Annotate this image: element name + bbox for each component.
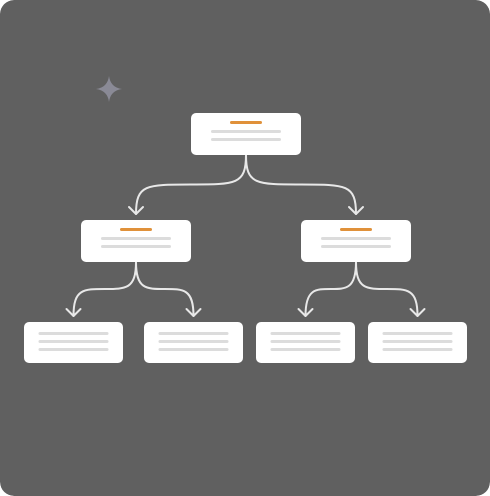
card-layer (24, 113, 467, 363)
arrowhead-icon (128, 206, 144, 215)
card-text-line (158, 348, 229, 351)
card-text-line (211, 130, 281, 133)
connector-line (304, 261, 357, 317)
card-text-line (211, 138, 281, 141)
card-text-line (158, 340, 229, 343)
card-text-line (321, 237, 391, 240)
arrowhead-icon (348, 206, 364, 215)
card-body (81, 220, 191, 262)
card-heading-bar (230, 121, 262, 124)
card-heading-bar (120, 228, 152, 231)
card-text-line (382, 332, 453, 335)
connector-line (135, 154, 247, 215)
card-body (191, 113, 301, 155)
card-text-line (382, 340, 453, 343)
card-text-line (101, 237, 171, 240)
arrowhead-icon (185, 308, 202, 317)
card-text-line (158, 332, 229, 335)
card-text-line (270, 332, 341, 335)
connector-line (72, 261, 137, 317)
card-heading-bar (340, 228, 372, 231)
connector-layer (65, 154, 426, 317)
connector-line (245, 154, 357, 215)
card-text-line (270, 348, 341, 351)
card-text-line (382, 348, 453, 351)
node-card-right-branch (301, 220, 411, 262)
node-card-leaf-1 (24, 322, 123, 363)
card-text-line (38, 340, 109, 343)
node-card-left-branch (81, 220, 191, 262)
card-text-line (38, 348, 109, 351)
card-body (301, 220, 411, 262)
card-text-line (270, 340, 341, 343)
arrowhead-icon (409, 308, 426, 317)
arrowhead-icon (65, 308, 82, 317)
node-card-leaf-4 (368, 322, 467, 363)
card-text-line (321, 245, 391, 248)
card-text-line (101, 245, 171, 248)
node-card-root (191, 113, 301, 155)
connector-line (135, 261, 195, 317)
node-card-leaf-3 (256, 322, 355, 363)
node-card-leaf-2 (144, 322, 243, 363)
arrowhead-icon (297, 308, 314, 317)
card-text-line (38, 332, 109, 335)
four-point-star-icon (96, 76, 122, 102)
connector-line (355, 261, 419, 317)
